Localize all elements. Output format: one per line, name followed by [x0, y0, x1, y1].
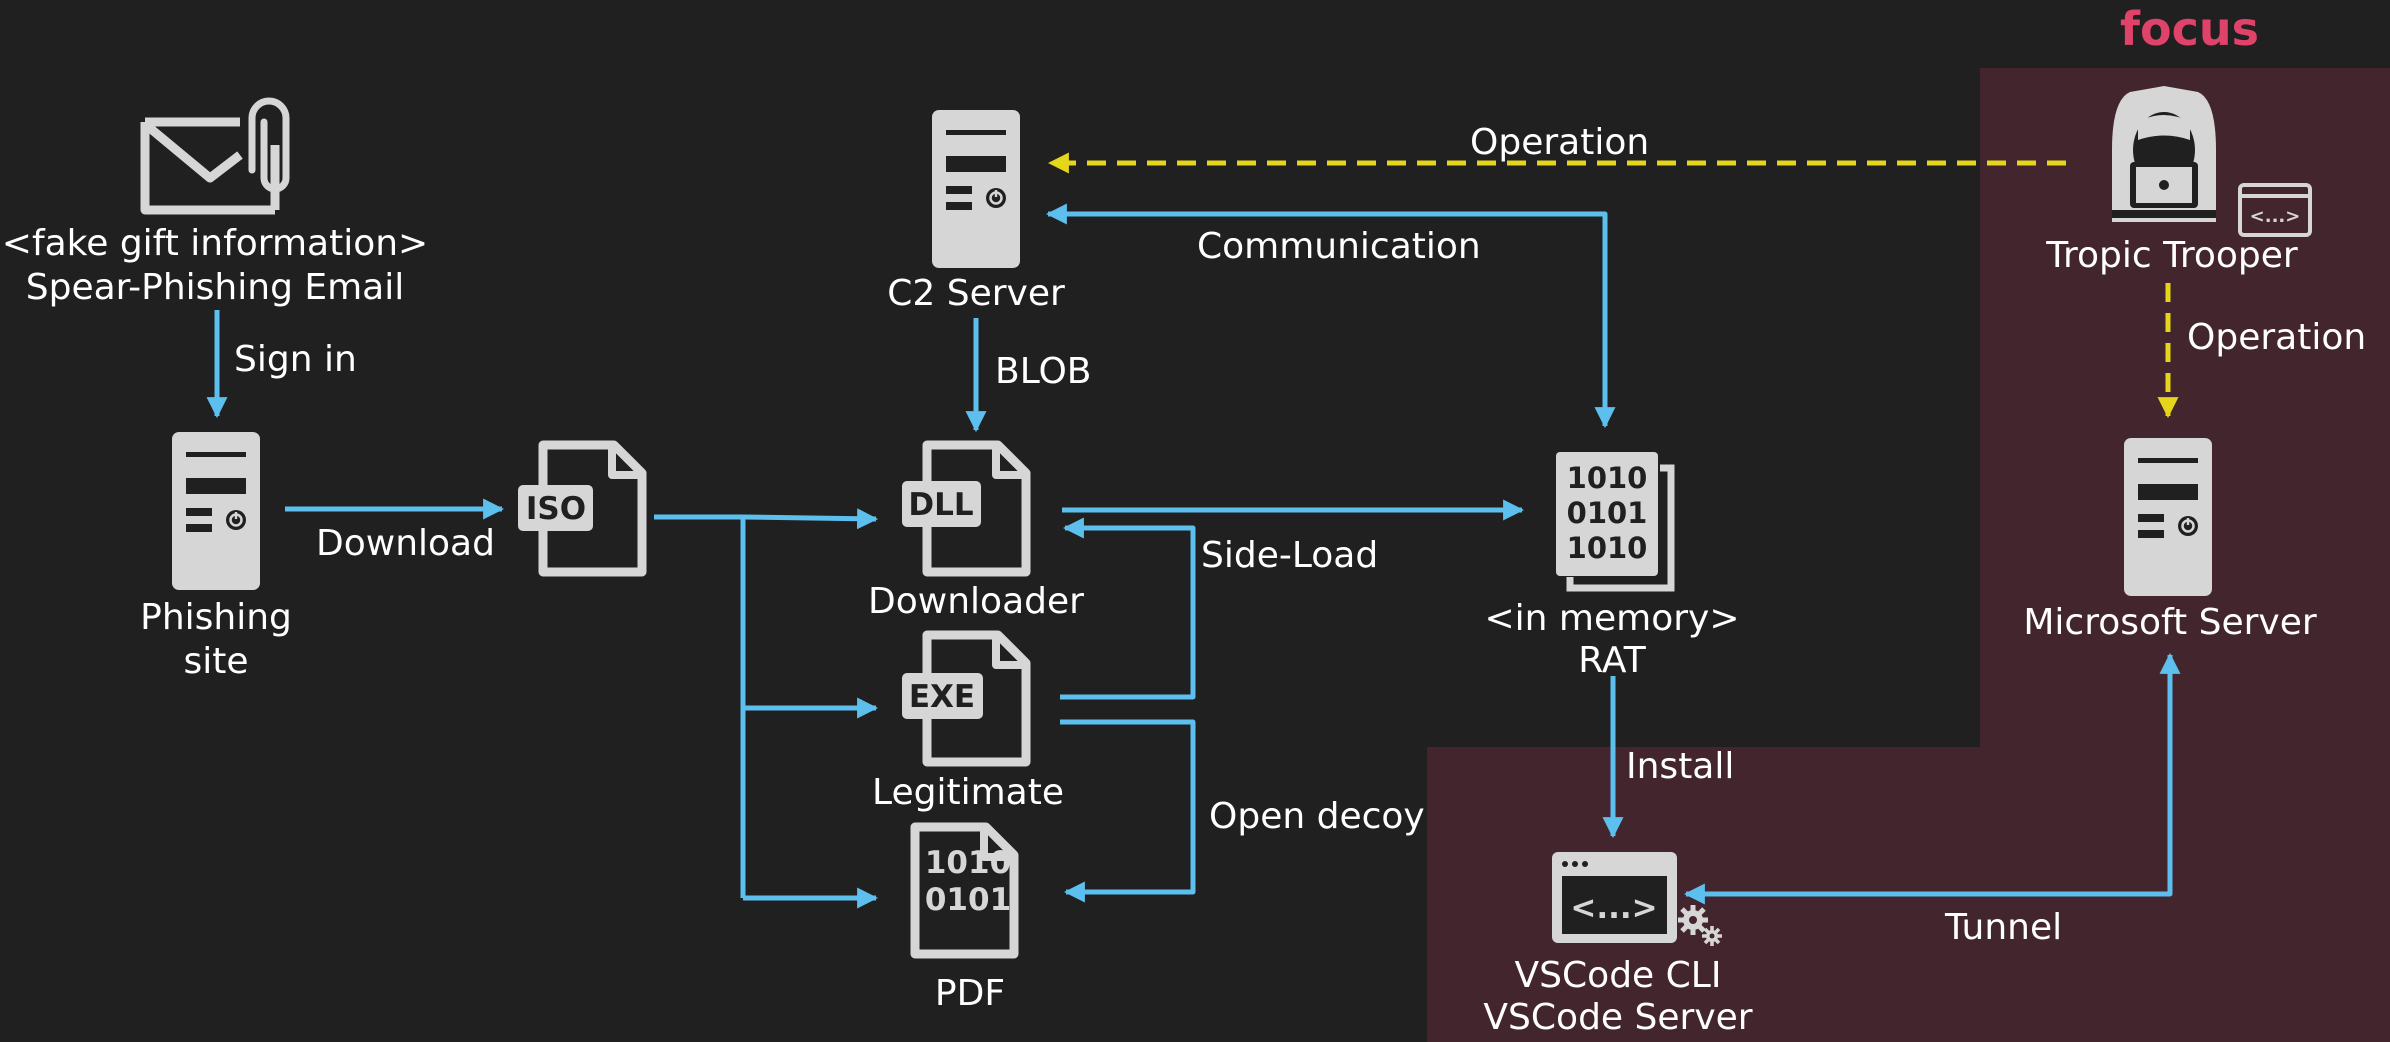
binary-file-icon: 1010 0101: [915, 827, 1014, 954]
rat-binary-line-3: 1010: [1567, 531, 1648, 565]
tropic-badge: <...>: [2250, 206, 2301, 227]
side-load-arrow: [1060, 517, 1196, 700]
open-decoy-arrow: [1060, 719, 1196, 903]
c2-server-label: C2 Server: [887, 273, 1065, 314]
gears-icon: [1678, 905, 1722, 946]
vscode-label-line-1: VSCode CLI: [1514, 955, 1722, 996]
rat-label-line-1: <in memory>: [1484, 598, 1740, 639]
downloader-label: Downloader: [868, 581, 1084, 622]
vscode-badge: <...>: [1570, 890, 1657, 926]
iso-to-dll-arrow: [742, 508, 879, 530]
email-attachment-icon: [140, 97, 290, 215]
phishing-site-label-line-2: site: [183, 641, 249, 682]
blob-label: BLOB: [995, 351, 1092, 392]
phishing-site-server-icon: [170, 430, 262, 592]
exe-file-icon: EXE: [902, 635, 1026, 762]
communication-arrow: [1045, 203, 1616, 429]
hacker-icon: [2112, 86, 2216, 222]
communication-label: Communication: [1197, 226, 1481, 267]
dll-badge: DLL: [908, 487, 973, 523]
dll-file-icon: DLL: [902, 445, 1026, 572]
email-label-line-2: Spear-Phishing Email: [25, 267, 405, 308]
rat-binary-line-2: 0101: [1567, 496, 1648, 530]
microsoft-server-icon: [2122, 436, 2214, 598]
c2-server-icon: [930, 108, 1022, 270]
sign-in-label: Sign in: [234, 339, 357, 380]
iso-badge: ISO: [526, 491, 586, 527]
download-label: Download: [316, 523, 495, 564]
rat-binary-line-1: 1010: [1567, 461, 1648, 495]
tunnel-label: Tunnel: [1945, 907, 2063, 948]
focus-title: focus: [2120, 2, 2260, 56]
microsoft-server-label: Microsoft Server: [2023, 602, 2317, 643]
operation-top-label: Operation: [1470, 122, 1650, 163]
exe-badge: EXE: [909, 679, 975, 715]
code-window-icon: <...>: [1552, 852, 1677, 943]
tropic-trooper-label: Tropic Trooper: [2046, 235, 2298, 276]
pdf-binary-line-1: 1010: [925, 845, 1011, 881]
operation-right-label: Operation: [2187, 317, 2367, 358]
binary-stack-icon: 1010 0101 1010: [1556, 452, 1675, 592]
code-window-small-icon: <...>: [2238, 183, 2312, 237]
open-decoy-label: Open decoy: [1209, 796, 1425, 837]
email-label-line-1: <fake gift information>: [1, 223, 429, 264]
side-load-label: Side-Load: [1201, 535, 1379, 576]
iso-file-icon: ISO: [518, 445, 642, 572]
vscode-label-line-2: VSCode Server: [1483, 997, 1753, 1038]
phishing-site-label-line-1: Phishing: [140, 597, 292, 638]
tunnel-arrow: [1683, 652, 2181, 905]
pdf-binary-line-2: 0101: [925, 882, 1011, 918]
pdf-label: PDF: [934, 973, 1006, 1014]
install-label: Install: [1626, 746, 1735, 787]
legitimate-label: Legitimate: [872, 772, 1064, 813]
rat-label-line-2: RAT: [1578, 640, 1646, 681]
